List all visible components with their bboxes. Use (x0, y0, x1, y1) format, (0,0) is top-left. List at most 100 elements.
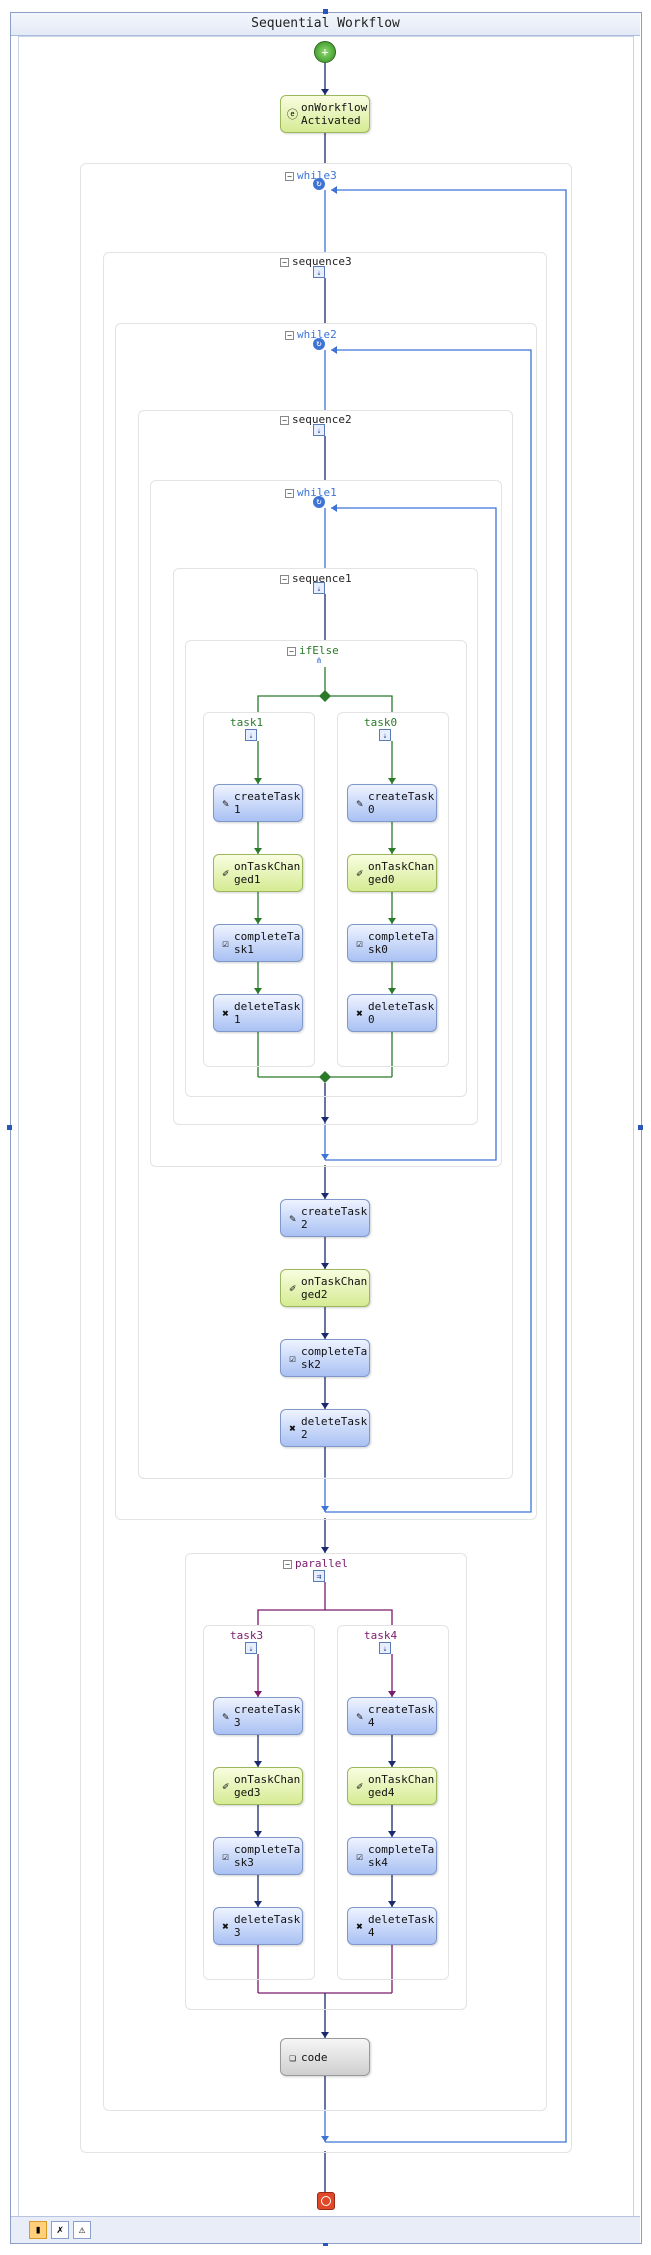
task0-container[interactable] (337, 712, 449, 1067)
deleteTask2-activity[interactable]: ✖deleteTask 2 (280, 1409, 370, 1447)
sequence1-container[interactable] (173, 568, 478, 1125)
flow-changed3-arrow (254, 1831, 262, 1837)
task-changed-icon: ✐ (356, 867, 363, 880)
task3-container[interactable] (203, 1625, 315, 1980)
flow-task4-arrow (388, 1691, 396, 1697)
deleteTask2-label: deleteTask 2 (301, 1415, 368, 1441)
sequence3-container[interactable] (103, 252, 547, 2111)
flow-create4-arrow (388, 1761, 396, 1767)
completeTask0-label: completeTa sk0 (368, 930, 435, 956)
flow-complete3-arrow (254, 1901, 262, 1907)
sequence1-collapse-icon[interactable]: − (280, 574, 289, 584)
deleteTask3-activity[interactable]: ✖deleteTask 3 (213, 1907, 303, 1945)
createTask4-activity[interactable]: ✎createTask 4 (347, 1697, 437, 1735)
deleteTask4-label: deleteTask 4 (368, 1913, 435, 1939)
branch-left-top (257, 695, 325, 712)
create-task-icon: ✎ (289, 1212, 296, 1225)
deleteTask1-activity[interactable]: ✖deleteTask 1 (213, 994, 303, 1032)
flow-to-create2-arrow (321, 1193, 329, 1199)
resize-handle-bottom[interactable] (323, 2241, 328, 2246)
sequence3-label[interactable]: −sequence3 (280, 255, 352, 268)
deleteTask0-activity[interactable]: ✖ deleteTask 0 (347, 994, 437, 1032)
sequence3-label-text: sequence3 (292, 255, 352, 268)
while1-label-text: while1 (297, 486, 337, 499)
parallel-collapse-icon[interactable]: − (283, 1559, 292, 1569)
onTaskChanged2-activity[interactable]: ✐onTaskChan ged2 (280, 1269, 370, 1307)
onTaskChanged1-activity[interactable]: ✐onTaskChan ged1 (213, 854, 303, 892)
loop-while2 (325, 349, 532, 1513)
while1-collapse-icon[interactable]: − (285, 488, 294, 498)
parallel-icon: ⇉ (313, 1570, 325, 1582)
ifElse-label[interactable]: −ifElse (287, 644, 339, 657)
ifElse-collapse-icon[interactable]: − (287, 646, 296, 656)
sequence3-collapse-icon[interactable]: − (280, 257, 289, 267)
deleteTask0-label: deleteTask 0 (368, 1000, 435, 1026)
designer-title: Sequential Workflow (11, 13, 640, 36)
parallel-label-text: parallel (295, 1557, 348, 1570)
loop-while2-arrow (331, 346, 337, 354)
flow-to-code-arrow (321, 2032, 329, 2038)
createTask1-activity[interactable]: ✎createTask 1 (213, 784, 303, 822)
code-activity[interactable]: ❏code (280, 2038, 370, 2076)
parallel-label[interactable]: −parallel (283, 1557, 348, 1570)
flow-create3-arrow (254, 1761, 262, 1767)
sequence2-container[interactable] (138, 410, 513, 1479)
deleteTask4-activity[interactable]: ✖deleteTask 4 (347, 1907, 437, 1945)
task4-label[interactable]: task4 (364, 1629, 397, 1642)
sequence1-label-text: sequence1 (292, 572, 352, 585)
fault-handlers-icon[interactable]: ⚠ (73, 2221, 91, 2239)
workflow-start-icon: + (314, 41, 336, 63)
while2-label[interactable]: −while2 (285, 328, 337, 341)
onTaskChanged3-activity[interactable]: ✐onTaskChan ged3 (213, 1767, 303, 1805)
createTask3-label: createTask 3 (234, 1703, 301, 1729)
createTask0-activity[interactable]: ✎createTask 0 (347, 784, 437, 822)
code-label: code (301, 2051, 328, 2064)
completeTask1-label: completeTa sk1 (234, 930, 301, 956)
task-changed-icon: ✐ (356, 1780, 363, 1793)
task3-label[interactable]: task3 (230, 1629, 263, 1642)
completeTask4-label: completeTa sk4 (368, 1843, 435, 1869)
resize-handle-left[interactable] (7, 1125, 12, 1130)
onTaskChanged0-activity[interactable]: ✐onTaskChan ged0 (347, 854, 437, 892)
while2-container[interactable] (115, 323, 537, 1520)
completeTask3-activity[interactable]: ☑completeTa sk3 (213, 1837, 303, 1875)
task1-label[interactable]: task1 (230, 716, 263, 729)
delete-task-icon: ✖ (356, 1007, 363, 1020)
parallel-container[interactable] (185, 1553, 467, 2010)
branch-right-top (325, 695, 393, 712)
task0-label[interactable]: task0 (364, 716, 397, 729)
while1-label[interactable]: −while1 (285, 486, 337, 499)
task1-container[interactable] (203, 712, 315, 1067)
workflow-view-icon[interactable]: ▮ (29, 2221, 47, 2239)
ifElse-container[interactable] (185, 640, 467, 1097)
completeTask1-activity[interactable]: ☑completeTa sk1 (213, 924, 303, 962)
sequence-icon: ⇣ (313, 266, 325, 278)
flow-after-seq1-arrow (321, 1154, 329, 1160)
completeTask0-activity[interactable]: ☑completeTa sk0 (347, 924, 437, 962)
cancel-handlers-icon[interactable]: ✗ (51, 2221, 69, 2239)
sequence2-label[interactable]: −sequence2 (280, 413, 352, 426)
completeTask3-label: completeTa sk3 (234, 1843, 301, 1869)
task4-container[interactable] (337, 1625, 449, 1980)
flow-complete0-arrow (388, 988, 396, 994)
createTask2-activity[interactable]: ✎ createTask 2 (280, 1199, 370, 1237)
completeTask2-activity[interactable]: ☑completeTa sk2 (280, 1339, 370, 1377)
createTask3-activity[interactable]: ✎createTask 3 (213, 1697, 303, 1735)
while3-collapse-icon[interactable]: − (285, 171, 294, 181)
flow-changed2-arrow (321, 1333, 329, 1339)
completeTask4-activity[interactable]: ☑completeTa sk4 (347, 1837, 437, 1875)
while2-collapse-icon[interactable]: − (285, 330, 294, 340)
onTaskChanged4-activity[interactable]: ✐onTaskChan ged4 (347, 1767, 437, 1805)
while3-container[interactable] (80, 163, 572, 2153)
while1-container[interactable] (150, 480, 502, 1167)
while3-label[interactable]: −while3 (285, 169, 337, 182)
flow-create2-arrow (321, 1263, 329, 1269)
sequence-icon: ⇣ (379, 729, 391, 741)
resize-handle-top[interactable] (323, 9, 328, 14)
sequence2-collapse-icon[interactable]: − (280, 415, 289, 425)
createTask2-label: createTask 2 (301, 1205, 368, 1231)
sequence1-label[interactable]: −sequence1 (280, 572, 352, 585)
resize-handle-right[interactable] (638, 1125, 643, 1130)
